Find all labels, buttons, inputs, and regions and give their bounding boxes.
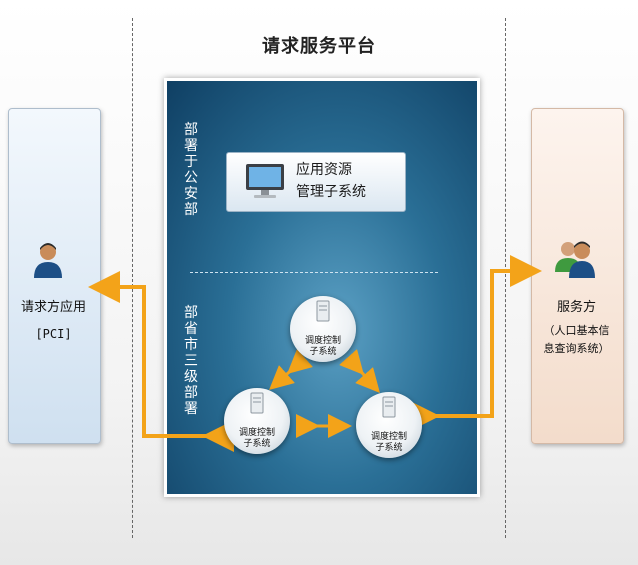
arrow-requester-link [88,271,234,452]
arrow-provider-link [408,255,542,432]
node-top-label-2: 子系统 [309,347,337,357]
app-resource-label-1: 应用资源 [296,162,352,178]
provider-name: 服务方 [556,300,596,315]
user-icon [34,243,62,278]
app-resource-label-2: 管理子系统 [296,184,366,200]
server-icon [316,300,330,322]
arrow-node-top-left [269,349,313,390]
panel-divider [190,272,438,273]
provider-desc-1: （人口基本信 [543,324,610,337]
server-icon [250,392,264,414]
arrow-node-top-right [339,349,380,393]
node-left-label-2: 子系统 [243,439,271,449]
node-right-label-2: 子系统 [375,443,403,453]
node-top-label-1: 调度控制 [304,336,341,346]
node-right-label-1: 调度控制 [370,432,407,442]
users-icon [555,241,595,278]
server-icon [382,396,396,418]
provider-desc-2: 息查询系统） [543,342,610,355]
requester-code: [PCI] [35,327,72,341]
requester-name: 请求方应用 [20,300,86,315]
monitor-icon [246,164,284,198]
diagram-title: 请求服务平台 [262,36,376,57]
node-left-label-1: 调度控制 [238,428,275,438]
deploy-top-label: 部署于公安部 [184,122,198,218]
